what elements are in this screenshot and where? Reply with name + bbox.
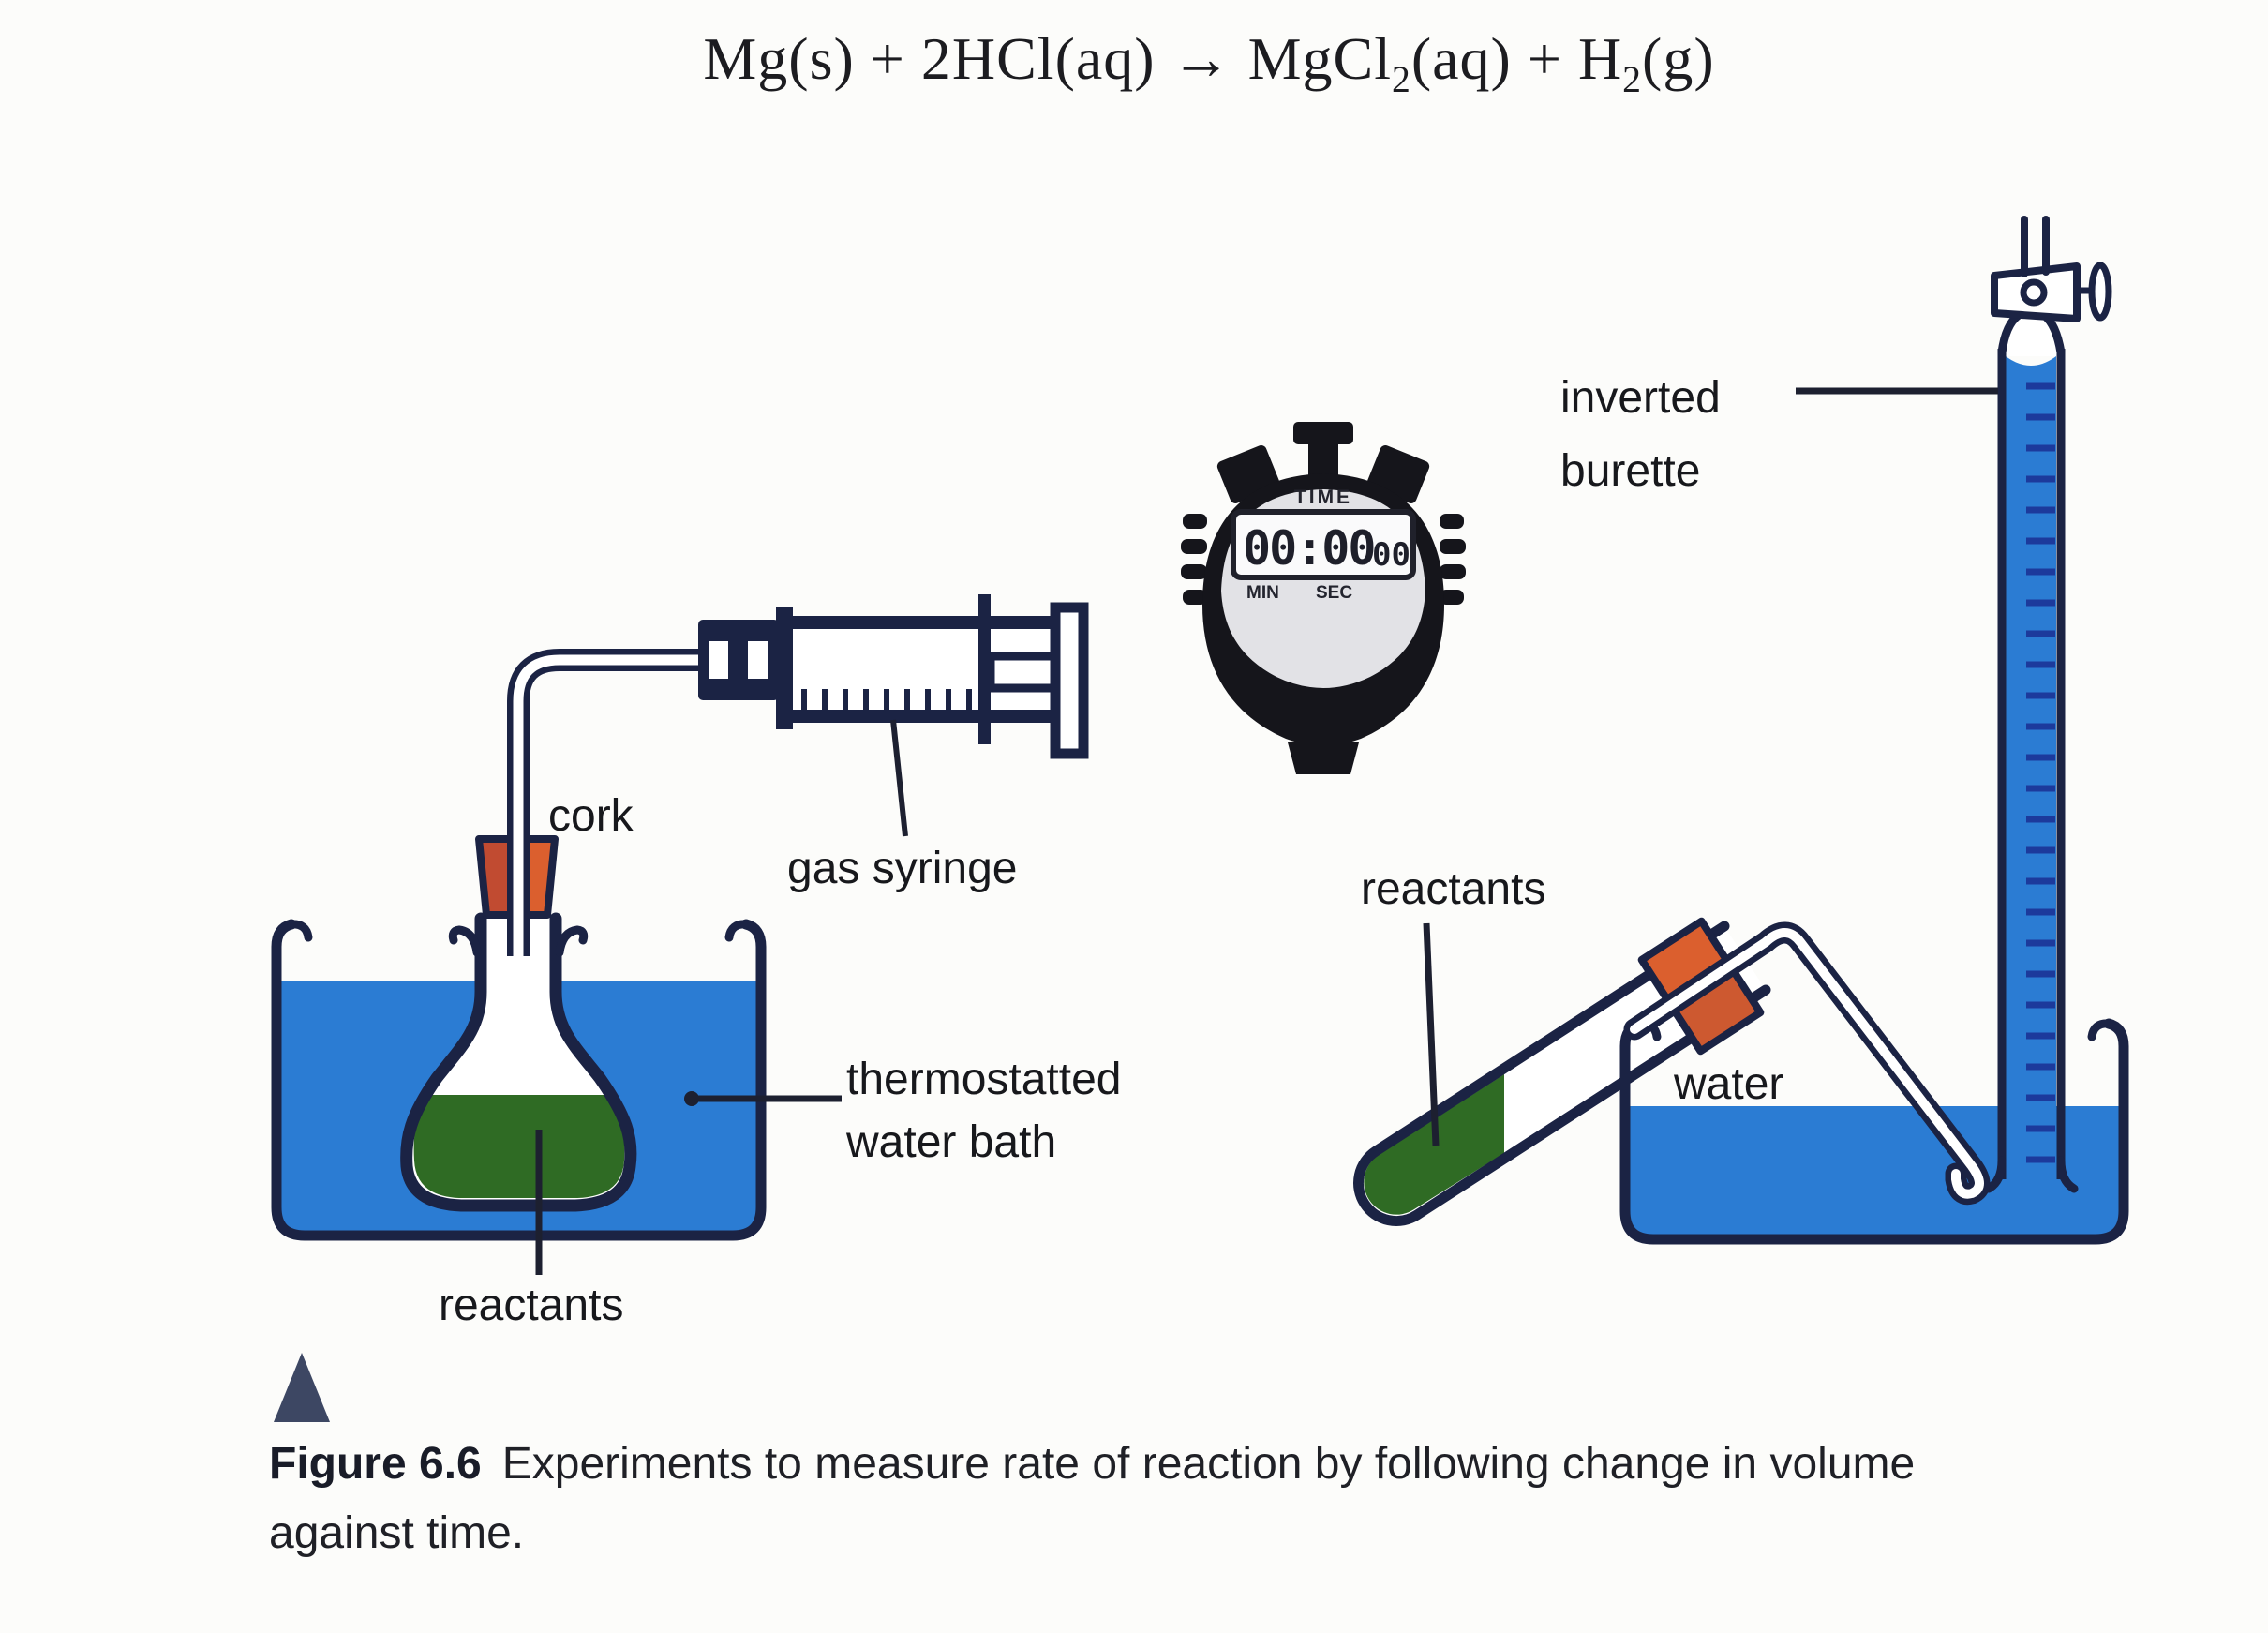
burette-neck-fill	[2002, 317, 2061, 356]
flask-rim-curl-left	[448, 925, 482, 957]
burette-graduation-ticks	[2026, 382, 2055, 1163]
stopcock-valve-hole	[2020, 278, 2048, 307]
flask-outline	[400, 912, 637, 1212]
burette-mouth-flares	[1984, 1156, 2079, 1193]
equation-subscript: 2	[1391, 58, 1411, 100]
leader-water-bath-dot	[684, 1091, 699, 1106]
stopcock-handle	[2088, 262, 2112, 322]
syringe-barrel-cap	[776, 607, 793, 729]
label-water: water	[1674, 1059, 1784, 1109]
test-tube-cork-shaded	[1671, 966, 1761, 1052]
chemical-equation: Mg(s) + 2HCl(aq) → MgCl2(aq) + H2(g)	[553, 24, 1865, 101]
water-bath-trough	[271, 919, 767, 1241]
inverted-burette-apparatus	[1353, 216, 2129, 1245]
label-gas-syringe: gas syringe	[787, 844, 1018, 893]
syringe-barrel-walls	[793, 616, 1057, 723]
delivery-tube-left-inner	[513, 654, 703, 956]
stopwatch	[1181, 422, 1466, 774]
leader-gas-syringe	[890, 719, 908, 837]
caption-marker-triangle	[274, 1353, 330, 1422]
label-inverted-burette: inverted burette	[1560, 373, 1721, 496]
test-tube-outline	[1353, 921, 1771, 1226]
syringe-connector	[698, 620, 779, 700]
equation-subscript: 2	[1622, 58, 1643, 100]
syringe-scale-ticks	[801, 689, 972, 710]
flask-rim-curl-right	[555, 925, 589, 957]
figure-caption-line2: against time.	[269, 1508, 525, 1558]
figure-caption: Figure 6.6 Experiments to measure rate of…	[269, 1438, 2200, 1490]
gas-syringe	[776, 594, 1089, 759]
stopwatch-sec-label: SEC	[1316, 583, 1353, 603]
label-thermostatted-water-bath: thermostatted water bath	[846, 1055, 1122, 1167]
burette-outlet-tip	[2021, 216, 2050, 277]
stopwatch-side-nubs	[1181, 514, 1466, 605]
right-trough-curl-right	[2087, 1019, 2113, 1041]
delivery-tube-right-inner	[1630, 928, 1984, 1199]
inverted-burette	[1984, 216, 2112, 1193]
stopwatch-display-hundredths: 00	[1372, 536, 1410, 574]
syringe-plunger-plate	[1050, 602, 1089, 759]
burette-stopcock	[1991, 216, 2112, 322]
equation-part: Mg(s) + 2HCl(aq) → MgCl	[703, 25, 1392, 92]
label-cork: cork	[548, 791, 634, 841]
burette-walls	[1997, 349, 2066, 1179]
leader-reactants-right	[1423, 922, 1440, 1146]
right-trough-water	[1630, 1106, 2119, 1235]
syringe-plunger-flange	[978, 594, 991, 744]
equation-part: (aq) + H	[1410, 25, 1623, 92]
stopwatch-lcd	[1231, 509, 1416, 580]
stopwatch-base	[1288, 742, 1359, 774]
figure-caption-text: Experiments to measure rate of reaction …	[501, 1439, 1916, 1489]
test-tube-cork-outline	[1637, 917, 1765, 1056]
flask-reactants-liquid	[413, 1095, 625, 1198]
label-reactants-flask: reactants	[439, 1281, 624, 1330]
stopwatch-min-label: MIN	[1246, 583, 1279, 603]
right-trough	[1619, 1018, 2129, 1245]
gas-syringe-apparatus	[271, 594, 1089, 1275]
label-reactants-test-tube: reactants	[1361, 864, 1546, 914]
syringe-plunger-rod	[986, 652, 1063, 693]
stopwatch-mode-label: TIME	[1293, 487, 1353, 508]
trough-rim-curl-left	[287, 920, 313, 942]
figure-number: Figure 6.6	[269, 1439, 482, 1489]
stopwatch-display-minutes-seconds: 00:00	[1243, 521, 1377, 576]
trough-rim-curl-right	[724, 920, 751, 942]
equation-part: (g)	[1642, 25, 1715, 92]
